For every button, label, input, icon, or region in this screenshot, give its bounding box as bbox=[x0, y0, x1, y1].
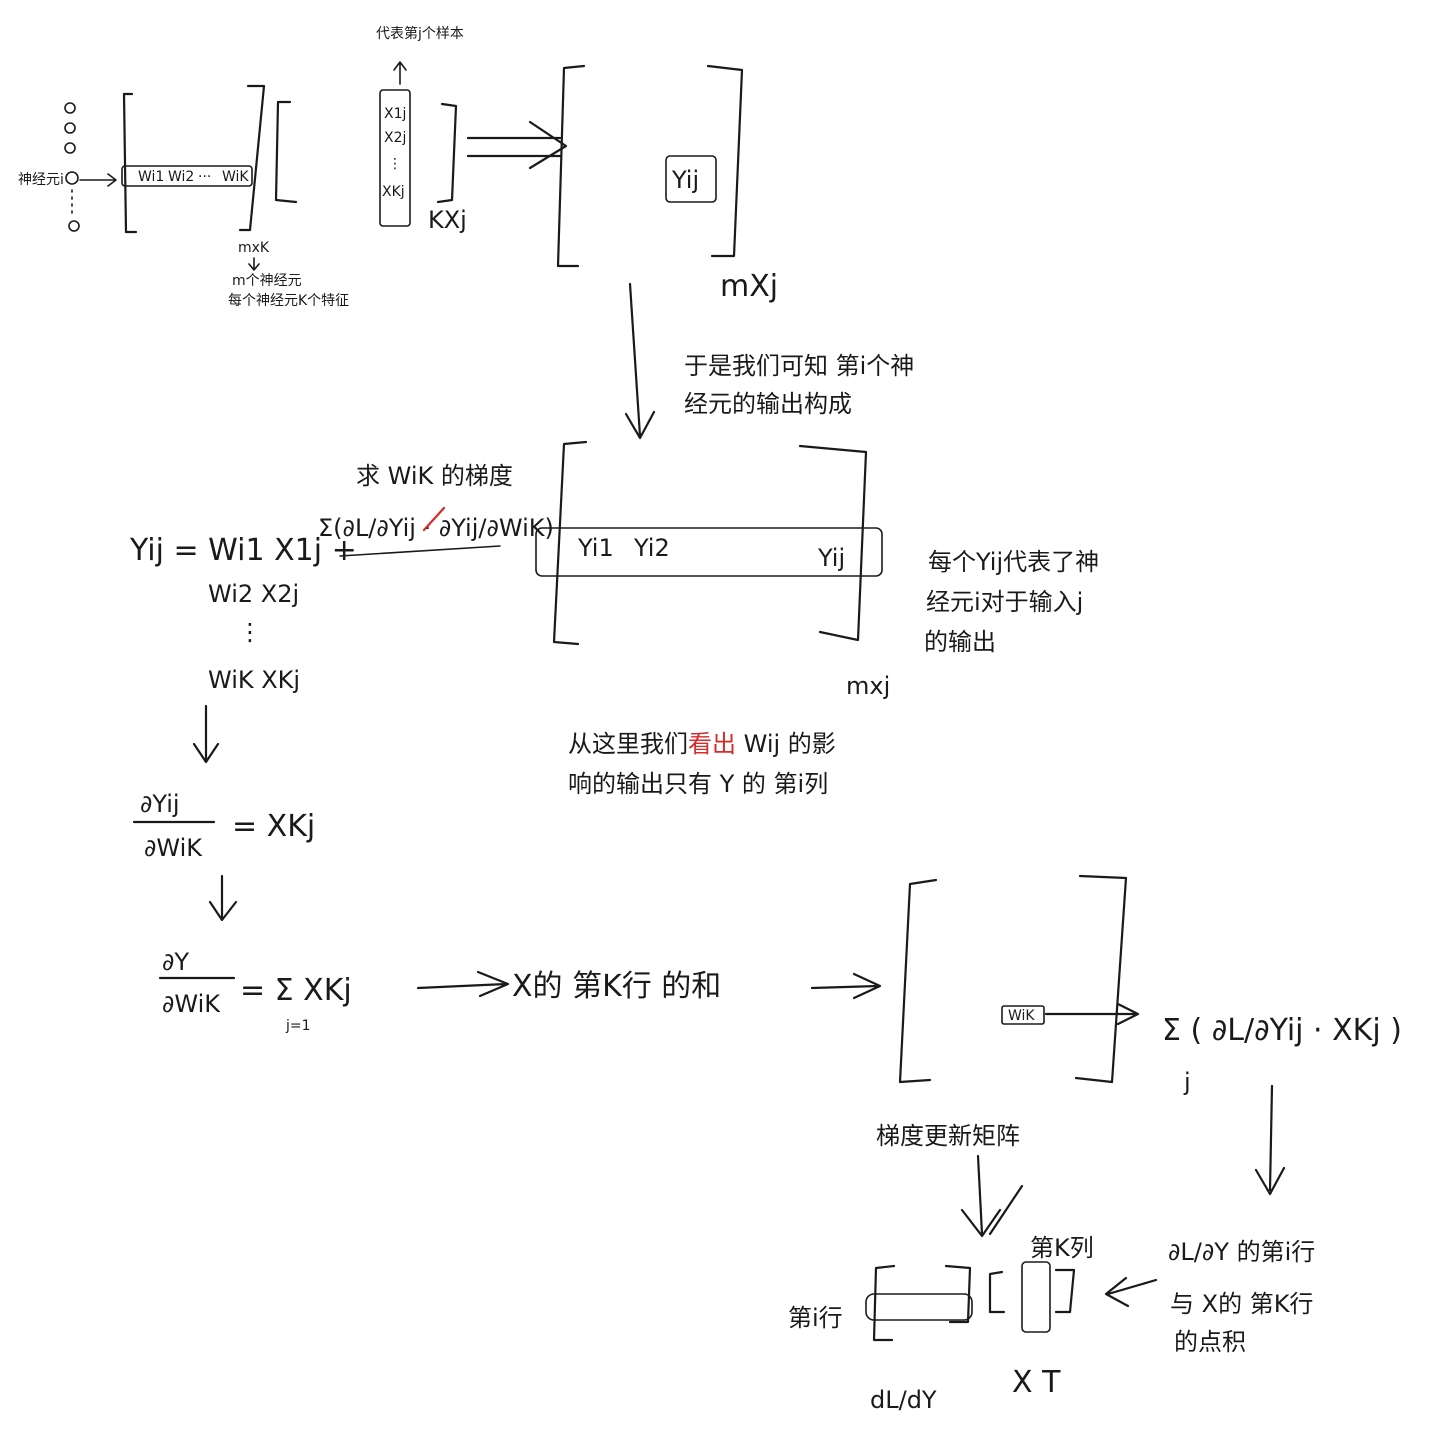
see-suffix: Wij 的影 bbox=[736, 730, 836, 758]
mxk-label: mxK bbox=[238, 240, 270, 256]
wik-arrow bbox=[1044, 1002, 1140, 1026]
result-arrow bbox=[466, 120, 568, 170]
times-note: 与 X的 第K行 bbox=[1170, 1290, 1313, 1318]
deriv-numerator: ∂Yij bbox=[140, 790, 180, 818]
see-red-highlight: 看出 bbox=[688, 730, 736, 758]
x-col-cell-k: XKj bbox=[382, 184, 405, 200]
yij-cell-box bbox=[665, 155, 717, 203]
x-matrix-right-bracket bbox=[436, 102, 458, 204]
neuron-arrow bbox=[79, 173, 117, 187]
eq-down-arrow-1 bbox=[192, 704, 220, 764]
dldy-row-i-box bbox=[865, 1293, 973, 1321]
middle-mxj-label: mxj bbox=[846, 672, 890, 700]
right-down-arrow bbox=[1254, 1084, 1286, 1196]
dldy-label: dL/dY bbox=[870, 1386, 937, 1414]
x-col-cell-1: X1j bbox=[384, 106, 406, 122]
w-row-cell-k: WiK bbox=[222, 169, 249, 185]
y-matrix-right-bracket bbox=[706, 64, 744, 258]
col-k-label: 第K列 bbox=[1030, 1234, 1094, 1262]
see-prefix: 从这里我们 bbox=[568, 730, 688, 758]
row-sum-note: X的 第K行 的和 bbox=[512, 969, 721, 1004]
row-i-label: 第i行 bbox=[788, 1304, 843, 1332]
sum-formula: Σ ( ∂L/∂Yij · XKj ) bbox=[1162, 1013, 1402, 1048]
row-sum-arrow bbox=[416, 970, 510, 998]
sum-denominator: ∂WiK bbox=[162, 990, 221, 1018]
dldy-left-bracket bbox=[872, 1264, 896, 1342]
x-col-cell-2: X2j bbox=[384, 130, 406, 146]
y-row-matrix-left-bracket bbox=[552, 440, 588, 646]
down-arrow-to-row bbox=[624, 282, 656, 440]
sample-arrow bbox=[393, 61, 407, 85]
mxk-arrow bbox=[248, 257, 260, 271]
dot-note: 的点积 bbox=[1174, 1328, 1246, 1356]
deriv-denominator: ∂WiK bbox=[144, 834, 203, 862]
row-note-3: 的输出 bbox=[924, 628, 996, 656]
to-grad-matrix-arrow bbox=[810, 972, 882, 1000]
grad-underline bbox=[339, 545, 501, 557]
y-row-matrix-right-bracket bbox=[798, 444, 868, 642]
sum-index: j=1 bbox=[285, 1018, 311, 1034]
x-matrix-left-bracket bbox=[274, 100, 298, 204]
y-row-cell-1: Yi1 bbox=[577, 534, 614, 562]
sum-formula-index: j bbox=[1183, 1068, 1191, 1096]
w-row-cell-1: Wi1 bbox=[138, 169, 164, 185]
w-row-cell-2: Wi2 bbox=[168, 169, 194, 185]
deriv-rhs: = XKj bbox=[232, 809, 315, 844]
xt-left-bracket bbox=[988, 1270, 1006, 1314]
neuron-output-note-1: 于是我们可知 第i个神 bbox=[684, 352, 914, 380]
row-note-2: 经元i对于输入j bbox=[926, 588, 1083, 616]
w-matrix-right-bracket bbox=[238, 84, 266, 232]
grad-matrix-right-bracket bbox=[1074, 874, 1128, 1084]
xt-column-k-box bbox=[1021, 1261, 1051, 1333]
mxk-note-features: 每个神经元K个特征 bbox=[228, 293, 349, 309]
see-note-line1: 从这里我们看出 Wij 的影 bbox=[568, 730, 836, 758]
kxj-label: KXj bbox=[428, 206, 467, 234]
neuron-circles bbox=[64, 102, 80, 232]
grad-matrix-left-bracket bbox=[898, 878, 938, 1084]
sample-j-label: 代表第j个样本 bbox=[376, 25, 464, 42]
eq-down-arrow-2 bbox=[208, 874, 238, 922]
left-arrow-to-xt bbox=[1104, 1276, 1158, 1308]
see-note-line2: 响的输出只有 Y 的 第i列 bbox=[568, 770, 828, 798]
y-matrix-left-bracket bbox=[556, 64, 586, 268]
xt-label: X T bbox=[1012, 1365, 1061, 1400]
eq-line-3: WiK XKj bbox=[208, 666, 300, 694]
grad-title: 求 WiK 的梯度 bbox=[356, 462, 513, 490]
row-note-1: 每个Yij代表了神 bbox=[928, 548, 1099, 576]
update-matrix-note: 梯度更新矩阵 bbox=[876, 1122, 1020, 1150]
grad-expression: Σ(∂L/∂Yij · ∂Yij/∂WiK) bbox=[318, 514, 554, 542]
cancel-mark bbox=[422, 506, 446, 532]
sum-rhs: = Σ XKj bbox=[240, 973, 352, 1008]
dl-row-note: ∂L/∂Y 的第i行 bbox=[1168, 1238, 1315, 1266]
y-row-cell-2: Yi2 bbox=[633, 534, 670, 562]
top-mxj-label: mXj bbox=[720, 269, 778, 304]
update-arrows bbox=[960, 1154, 1024, 1238]
y-row-i-box bbox=[535, 527, 883, 577]
eq-line-2: Wi2 X2j bbox=[208, 580, 299, 608]
y-row-cell-j: Yij bbox=[817, 544, 845, 572]
wik-cell-box bbox=[1001, 1005, 1045, 1025]
neuron-i-label: 神经元i bbox=[18, 172, 64, 188]
xt-right-bracket bbox=[1054, 1268, 1076, 1314]
w-row-cell-dots: ··· bbox=[198, 169, 211, 185]
w-matrix-left-bracket bbox=[122, 92, 138, 234]
eq-dots: ⋮ bbox=[238, 618, 262, 646]
yij-cell-label: Yij bbox=[671, 166, 699, 194]
mxk-note-neurons: m个神经元 bbox=[232, 273, 302, 289]
w-row-i-box bbox=[121, 165, 253, 187]
eq-line-1: Yij = Wi1 X1j + bbox=[129, 533, 357, 568]
neuron-output-note-2: 经元的输出构成 bbox=[684, 390, 852, 418]
x-col-cell-dots: ⋮ bbox=[388, 156, 402, 172]
wik-cell-label: WiK bbox=[1008, 1008, 1035, 1024]
sum-numerator: ∂Y bbox=[162, 948, 189, 976]
x-column-j-box bbox=[379, 89, 411, 227]
